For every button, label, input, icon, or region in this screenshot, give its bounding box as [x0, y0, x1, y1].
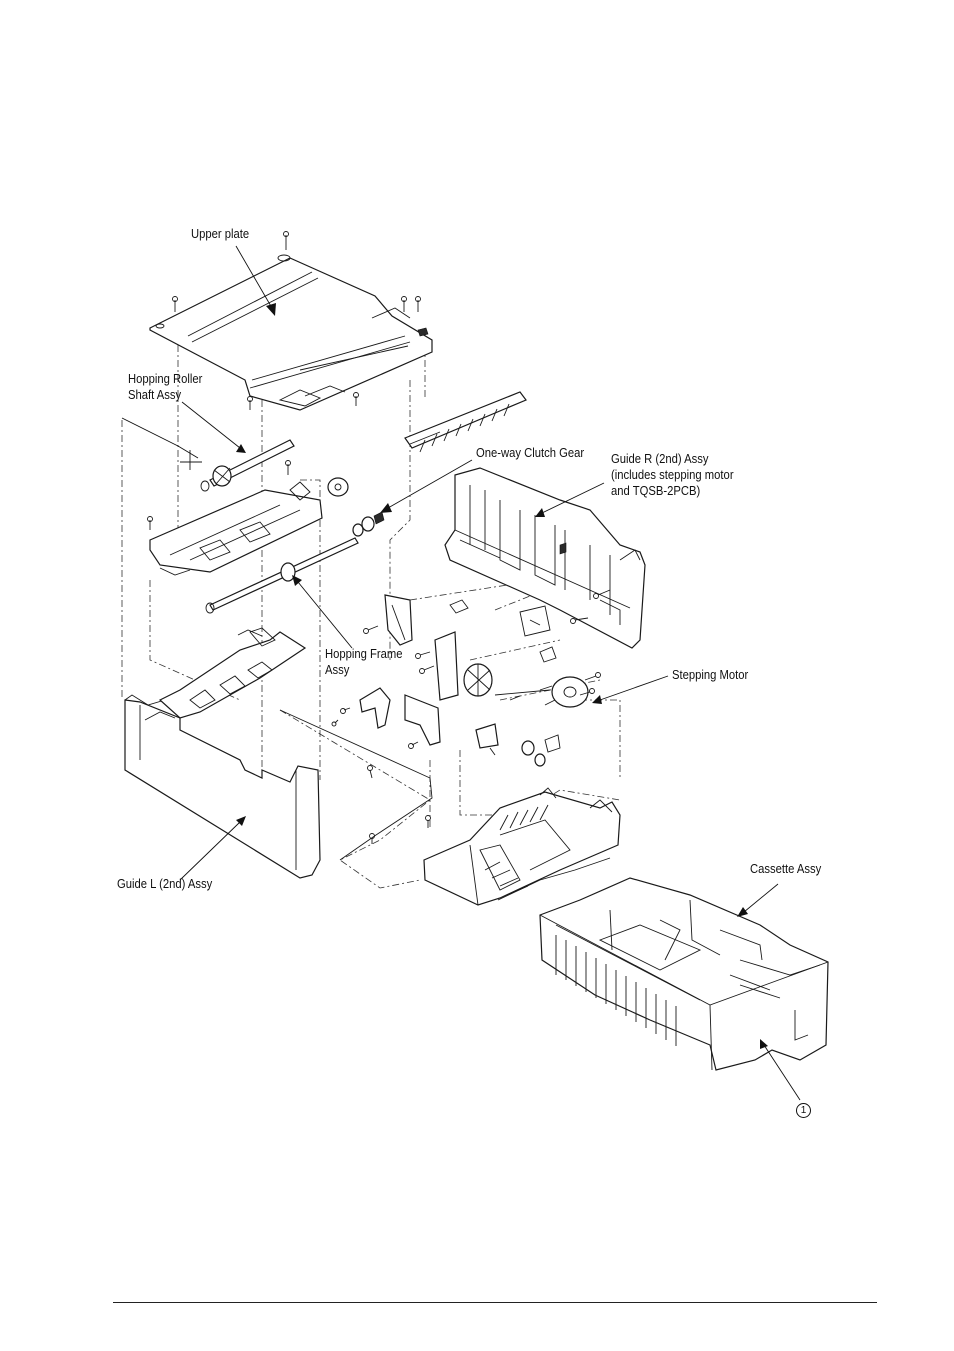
drive-bracket-parts [331, 589, 611, 767]
guide-r-assy [444, 467, 646, 649]
hopping-frame-shaft [205, 511, 385, 614]
label-line: (includes stepping motor [611, 468, 734, 482]
stepping-motor [494, 672, 601, 708]
center-feed-guide [423, 787, 621, 906]
label-guide-l-assy: Guide L (2nd) Assy [117, 877, 213, 891]
label-line: and TQSB-2PCB) [611, 484, 701, 498]
label-stepping-motor: Stepping Motor [672, 668, 749, 682]
label-guide-r-assy: Guide R (2nd) Assy (includes stepping mo… [611, 451, 734, 499]
cassette-assy [539, 877, 829, 1071]
callout-number-1: 1 [796, 1103, 811, 1118]
hopping-frame [147, 477, 349, 576]
guide-l-assy [124, 627, 321, 879]
label-line: Guide R (2nd) Assy [611, 452, 709, 466]
label-line: Hopping Roller [128, 372, 203, 386]
label-line: Hopping Frame [325, 647, 403, 661]
base-plate [279, 709, 433, 861]
one-way-clutch-shaft [299, 345, 527, 453]
label-cassette-assy: Cassette Assy [750, 862, 822, 876]
label-line: Shaft Assy [128, 388, 182, 402]
label-one-way-clutch-gear: One-way Clutch Gear [476, 446, 585, 460]
label-upper-plate: Upper plate [191, 227, 250, 241]
hopping-roller-shaft [180, 439, 295, 492]
upper-plate [149, 231, 433, 411]
leader-lines [121, 245, 801, 1101]
label-hopping-roller-shaft-assy: Hopping Roller Shaft Assy [128, 371, 202, 403]
footer-rule [113, 1302, 877, 1303]
label-line: Assy [325, 663, 350, 677]
label-hopping-frame-assy: Hopping Frame Assy [325, 646, 403, 678]
